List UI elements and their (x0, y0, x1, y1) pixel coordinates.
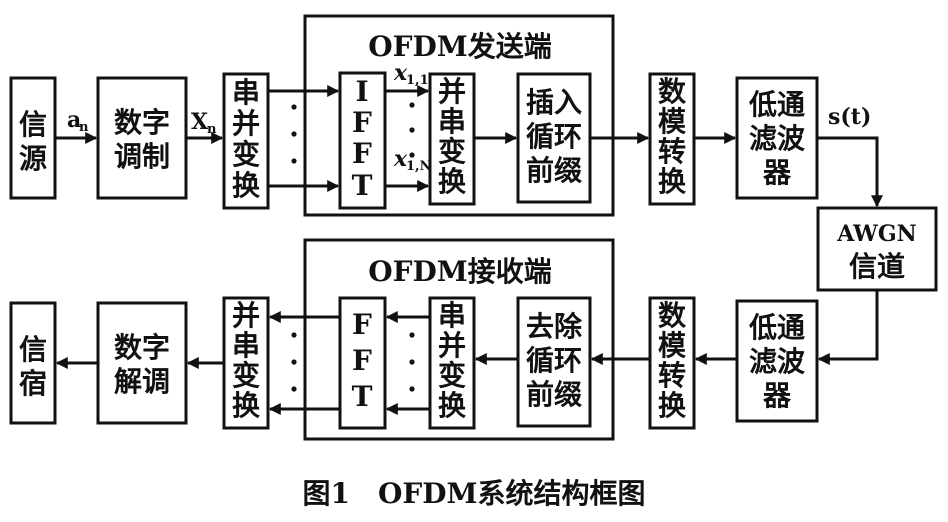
svg-text:数: 数 (658, 75, 687, 108)
block-digital-demodulation: 数字 解调 (96, 301, 188, 425)
svg-text:信: 信 (19, 108, 47, 141)
svg-text:串: 串 (438, 299, 466, 332)
block-awgn-channel: AWGN 信道 (816, 206, 938, 292)
svg-text:x: x (393, 146, 408, 172)
svg-text:模: 模 (658, 329, 687, 362)
signal-label-x11: x 1,1 (393, 60, 429, 88)
svg-text:模: 模 (658, 105, 687, 138)
svg-text:T: T (352, 169, 373, 202)
signal-label-an: a n (67, 107, 89, 135)
block-parallel-serial-rx: 并 串 变 换 (222, 296, 270, 430)
svg-text:滤波: 滤波 (749, 345, 806, 378)
svg-text:1,1: 1,1 (406, 73, 429, 88)
svg-text:AWGN: AWGN (836, 221, 917, 247)
rx-title: OFDM接收端 (368, 255, 552, 288)
svg-text:滤波: 滤波 (749, 122, 806, 155)
tx-title: OFDM发送端 (368, 30, 552, 63)
svg-text:换: 换 (438, 165, 467, 198)
svg-text:变: 变 (232, 138, 260, 171)
svg-text:换: 换 (658, 165, 687, 198)
block-lowpass-filter-tx: 低通 滤波 器 (735, 76, 819, 200)
signal-label-Xn: X n (191, 109, 217, 137)
block-remove-cyclic-prefix: 去除 循环 前缀 (516, 296, 592, 428)
svg-text:1,N: 1,N (406, 159, 432, 174)
svg-text:n: n (207, 122, 217, 137)
arrow-lpf-to-awgn (817, 136, 883, 208)
svg-text:T: T (352, 380, 373, 413)
svg-text:换: 换 (658, 389, 687, 422)
figure-caption: 图1 OFDM系统结构框图 (302, 477, 645, 510)
svg-text:换: 换 (232, 389, 261, 422)
rx-frame (303, 238, 615, 441)
svg-text:F: F (352, 137, 372, 170)
svg-text:低通: 低通 (748, 88, 805, 121)
svg-text:a: a (67, 107, 81, 133)
svg-text:变: 变 (438, 135, 466, 168)
svg-text:并: 并 (438, 329, 466, 362)
svg-text:数: 数 (658, 299, 687, 332)
svg-text:宿: 宿 (19, 367, 47, 400)
svg-text:变: 变 (232, 359, 260, 392)
svg-text:信道: 信道 (849, 250, 905, 283)
svg-text:换: 换 (232, 169, 261, 202)
block-digital-modulation: 数字 调制 (96, 76, 188, 200)
tx-frame (303, 14, 615, 217)
block-ifft: I F F T (338, 71, 387, 210)
signal-label-st: s(t) (828, 104, 871, 130)
svg-text:n: n (79, 120, 89, 135)
svg-text:x: x (393, 60, 408, 86)
svg-text:X: X (191, 109, 209, 135)
svg-text:器: 器 (762, 156, 792, 189)
svg-text:插入: 插入 (526, 86, 582, 119)
svg-text:循环: 循环 (526, 344, 582, 377)
block-parallel-serial-tx: 并 串 变 换 (428, 72, 476, 206)
block-adc: 数 模 转 换 (648, 296, 696, 430)
block-lowpass-filter-rx: 低通 滤波 器 (735, 299, 819, 423)
svg-text:F: F (352, 344, 372, 377)
svg-text:并: 并 (438, 75, 466, 108)
svg-text:调制: 调制 (114, 140, 170, 173)
svg-text:I: I (355, 75, 368, 108)
svg-text:串: 串 (232, 329, 260, 362)
svg-text:器: 器 (762, 379, 792, 412)
block-dac: 数 模 转 换 (648, 72, 696, 206)
ellipsis-dots (291, 102, 415, 392)
svg-text:并: 并 (232, 299, 260, 332)
svg-text:转: 转 (658, 135, 686, 168)
svg-text:转: 转 (658, 359, 686, 392)
svg-text:前缀: 前缀 (526, 154, 582, 187)
block-source: 信 源 (9, 76, 57, 200)
svg-text:低通: 低通 (748, 311, 805, 344)
svg-text:循环: 循环 (526, 120, 582, 153)
block-sink: 信 宿 (9, 301, 57, 425)
svg-text:去除: 去除 (526, 310, 583, 343)
svg-text:F: F (352, 106, 372, 139)
svg-text:前缀: 前缀 (526, 378, 582, 411)
block-fft: F F T (338, 296, 387, 430)
svg-text:串: 串 (232, 76, 260, 109)
block-serial-parallel-rx: 串 并 变 换 (428, 296, 476, 430)
svg-text:源: 源 (19, 142, 47, 175)
svg-text:变: 变 (438, 359, 466, 392)
svg-text:数字: 数字 (114, 106, 170, 139)
signal-label-x1N: x 1,N (393, 146, 432, 174)
block-insert-cyclic-prefix: 插入 循环 前缀 (516, 72, 592, 204)
svg-text:串: 串 (438, 105, 466, 138)
block-serial-parallel-tx: 串 并 变 换 (222, 72, 270, 210)
svg-text:换: 换 (438, 389, 467, 422)
arrow-awgn-to-lpf (817, 290, 879, 365)
svg-text:信: 信 (19, 333, 47, 366)
svg-text:F: F (352, 308, 372, 341)
svg-text:解调: 解调 (114, 365, 170, 398)
svg-text:并: 并 (232, 107, 260, 140)
svg-text:数字: 数字 (114, 331, 170, 364)
